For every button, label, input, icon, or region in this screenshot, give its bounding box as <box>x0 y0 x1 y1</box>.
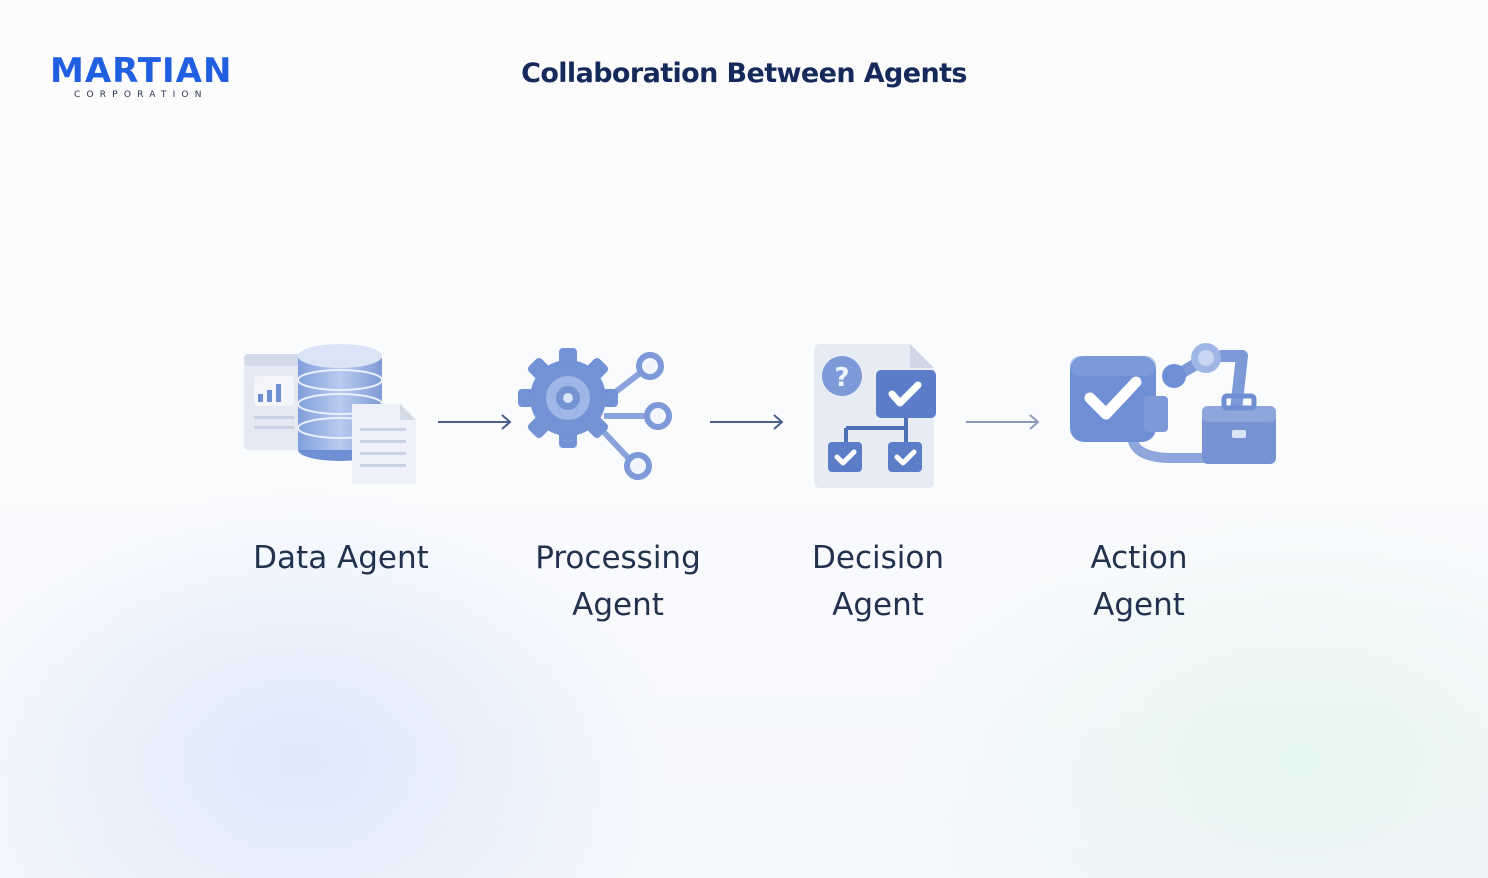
action-agent-label: Action Agent <box>1019 535 1259 629</box>
processing-agent-label: Processing Agent <box>498 535 738 629</box>
robot-arm-briefcase-icon <box>1070 343 1276 464</box>
arrow-right-icon <box>710 414 784 430</box>
database-document-icon <box>244 344 416 484</box>
arrow-right-icon <box>438 414 512 430</box>
page-title: Collaboration Between Agents <box>521 58 967 89</box>
node-label-line: Action <box>1090 540 1188 576</box>
node-label-line: Agent <box>572 587 664 623</box>
logo-wordmark: MARTIAN <box>50 51 233 91</box>
node-label-line: Data Agent <box>253 540 429 576</box>
gear-network-icon <box>518 348 672 480</box>
node-label-line: Agent <box>832 587 924 623</box>
logo-subtitle: CORPORATION <box>74 90 208 100</box>
svg-text:?: ? <box>834 363 849 393</box>
decision-agent-label: Decision Agent <box>758 535 998 629</box>
decision-tree-icon: ? <box>814 344 936 488</box>
arrow-right-icon <box>966 414 1040 430</box>
martian-logo: MARTIAN CORPORATION <box>50 54 240 100</box>
node-label-line: Decision <box>812 540 944 576</box>
node-label-line: Agent <box>1093 587 1185 623</box>
data-agent-label: Data Agent <box>221 535 461 582</box>
node-label-line: Processing <box>535 540 701 576</box>
